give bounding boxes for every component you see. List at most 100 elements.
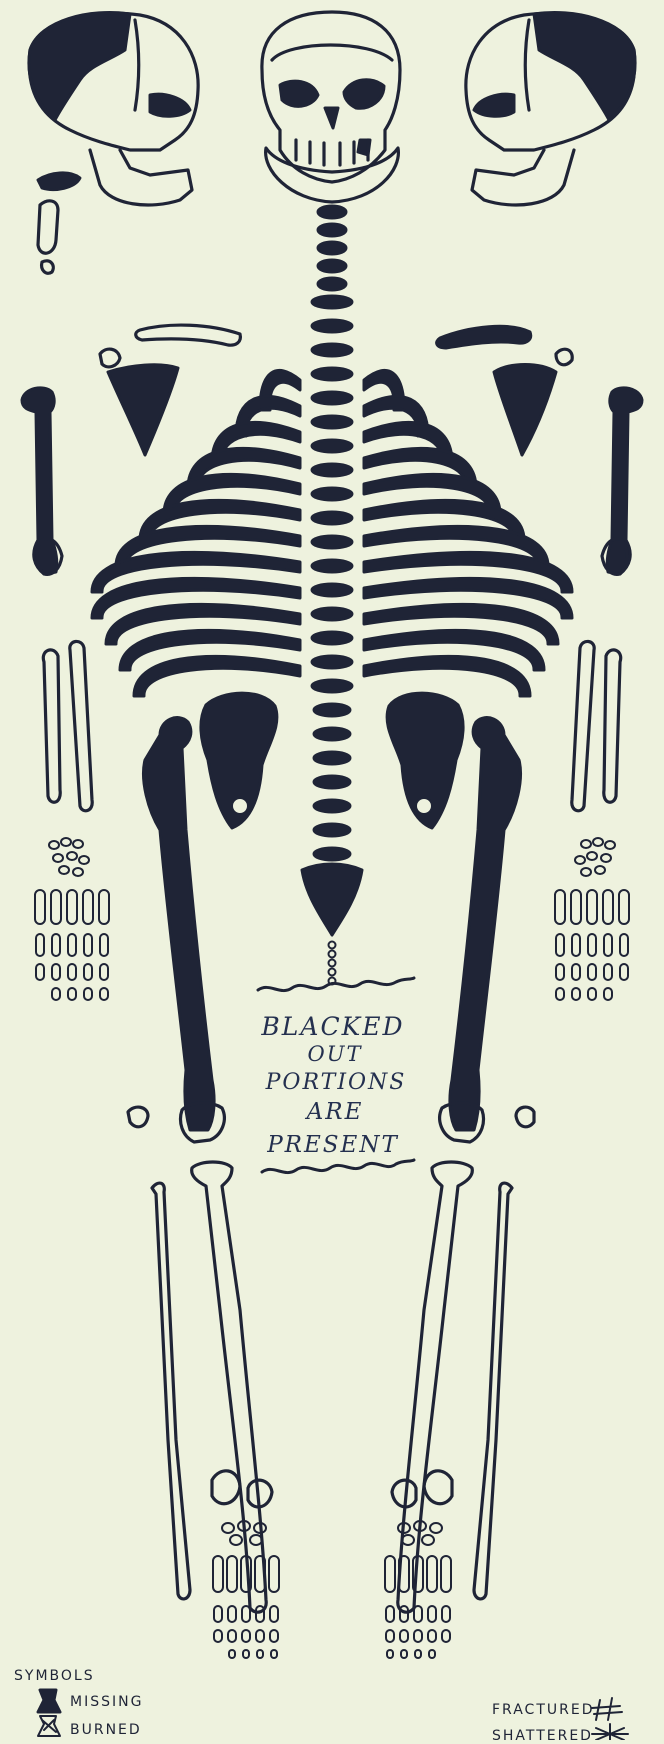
carpal xyxy=(61,838,71,846)
leg-left xyxy=(152,1162,266,1612)
toe-phalanx xyxy=(442,1606,450,1622)
humerus-right xyxy=(602,388,642,575)
humerus-left xyxy=(22,388,62,575)
toe-phalanx xyxy=(429,1650,435,1658)
toe-phalanx xyxy=(400,1630,408,1642)
metatarsal xyxy=(427,1556,437,1592)
toe-phalanx xyxy=(214,1606,222,1622)
vertebra xyxy=(312,320,352,332)
phalanx xyxy=(588,934,596,956)
toe-phalanx xyxy=(428,1606,436,1622)
metatarsal xyxy=(441,1556,451,1592)
coccyx-segment xyxy=(329,969,336,976)
ribs-left xyxy=(92,370,300,696)
metacarpal xyxy=(619,890,629,924)
vertebra xyxy=(312,440,352,452)
vertebra xyxy=(314,704,350,716)
metacarpal xyxy=(555,890,565,924)
toe-phalanx xyxy=(270,1606,278,1622)
tarsal xyxy=(230,1535,242,1545)
shattered-icon xyxy=(592,1724,628,1740)
toe-phalanx xyxy=(401,1650,407,1658)
phalanx xyxy=(572,934,580,956)
phalanx xyxy=(620,934,628,956)
legend-title: SYMBOLS xyxy=(14,1668,95,1684)
toe-phalanx xyxy=(270,1630,278,1642)
annotation-line-3: PORTIONS xyxy=(236,1070,436,1095)
toe-phalanx xyxy=(442,1630,450,1642)
vertebra xyxy=(312,536,352,548)
metatarsal xyxy=(269,1556,279,1592)
toe-phalanx xyxy=(229,1650,235,1658)
skull-left-lateral xyxy=(29,13,198,274)
metacarpal xyxy=(51,890,61,924)
carpal xyxy=(67,852,77,860)
hand-left xyxy=(35,838,109,1000)
coccyx-segment xyxy=(329,960,336,967)
phalanx xyxy=(572,964,580,980)
vertebra xyxy=(312,584,352,596)
toe-phalanx xyxy=(228,1606,236,1622)
toe-phalanx xyxy=(256,1606,264,1622)
calcaneus xyxy=(212,1471,240,1504)
vertebra xyxy=(318,224,346,236)
vertebra xyxy=(318,278,346,290)
toe-phalanx xyxy=(415,1650,421,1658)
vertebra xyxy=(314,776,350,788)
metatarsal xyxy=(213,1556,223,1592)
vertebra xyxy=(318,260,346,272)
phalanx xyxy=(556,964,564,980)
phalanx xyxy=(100,964,108,980)
forearm-left xyxy=(43,641,92,810)
vertebra xyxy=(312,488,352,500)
vertebra xyxy=(312,344,352,356)
carpal xyxy=(575,856,585,864)
rib xyxy=(134,656,300,696)
carpal xyxy=(593,838,603,846)
carpal xyxy=(49,841,59,849)
phalanx xyxy=(84,934,92,956)
coccyx-segment xyxy=(329,942,336,949)
foot-left xyxy=(212,1471,279,1658)
vertebra xyxy=(312,512,352,524)
metatarsal xyxy=(227,1556,237,1592)
phalanx xyxy=(36,964,44,980)
vertebra xyxy=(312,656,352,668)
toe-phalanx xyxy=(243,1650,249,1658)
phalanx xyxy=(588,988,596,1000)
vertebra xyxy=(314,752,350,764)
metacarpal xyxy=(571,890,581,924)
phalanx xyxy=(36,934,44,956)
carpal xyxy=(595,866,605,874)
fractured-icon xyxy=(592,1698,622,1720)
metacarpal xyxy=(83,890,93,924)
phalanx xyxy=(68,934,76,956)
vertebra xyxy=(312,464,352,476)
phalanx xyxy=(84,988,92,1000)
toe-phalanx xyxy=(400,1606,408,1622)
metacarpal xyxy=(99,890,109,924)
vertebra xyxy=(314,848,350,860)
vertebra xyxy=(314,728,350,740)
toe-phalanx xyxy=(387,1650,393,1658)
skull-frontal xyxy=(262,12,400,202)
toe-phalanx xyxy=(242,1606,250,1622)
phalanx xyxy=(68,964,76,980)
foot-right xyxy=(385,1471,452,1658)
phalanx xyxy=(588,964,596,980)
vertebra xyxy=(312,368,352,380)
metatarsal xyxy=(385,1556,395,1592)
carpal xyxy=(605,841,615,849)
carpal xyxy=(53,854,63,862)
toe-phalanx xyxy=(428,1630,436,1642)
legend-fractured-label: FRACTURED xyxy=(492,1702,594,1718)
toe-phalanx xyxy=(214,1630,222,1642)
vertebra xyxy=(312,632,352,644)
vertebra xyxy=(312,680,352,692)
toe-phalanx xyxy=(386,1606,394,1622)
vertebra xyxy=(318,242,346,254)
phalanx xyxy=(100,934,108,956)
missing-icon xyxy=(38,1690,60,1712)
coccyx-segment xyxy=(329,951,336,958)
